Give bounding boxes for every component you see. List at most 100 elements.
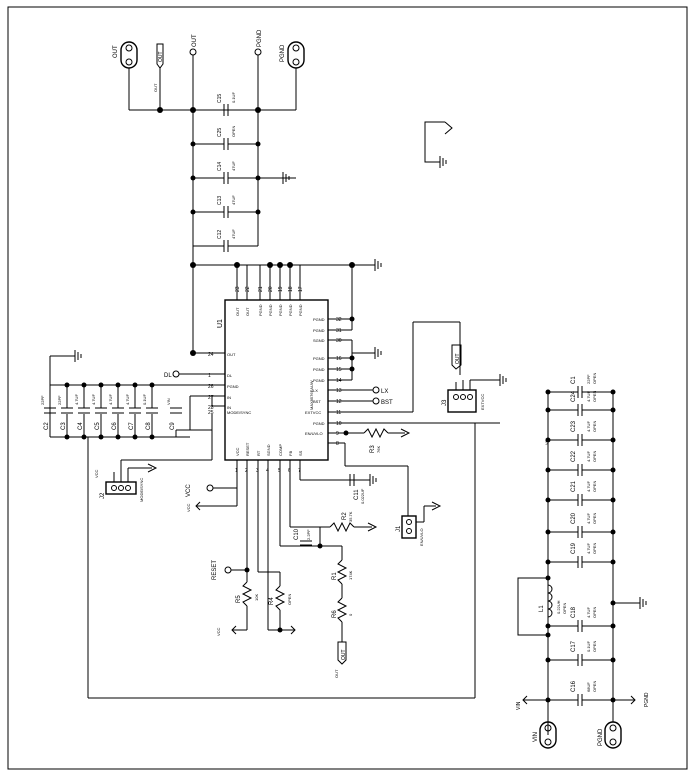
svg-text:16: 16: [336, 356, 342, 362]
l1-extra: OPEN: [562, 603, 567, 614]
svg-text:EN/UVLO: EN/UVLO: [305, 431, 323, 436]
svg-text:OUT: OUT: [341, 649, 347, 660]
j1-label: EN/UVLO: [419, 528, 424, 546]
out-connector[interactable]: [120, 41, 138, 69]
svg-text:OUT: OUT: [158, 51, 164, 62]
reset-tp-label: RESET: [212, 560, 218, 580]
pgnd-test-point[interactable]: [254, 48, 262, 56]
svg-text:PGND: PGND: [313, 378, 325, 383]
out-test-point[interactable]: [189, 48, 197, 56]
j2-mode-sync-jumper[interactable]: [105, 414, 213, 495]
svg-text:VCC: VCC: [235, 447, 240, 456]
r4-value: OPEN: [287, 594, 292, 605]
svg-text:27: 27: [208, 395, 214, 401]
svg-text:SS: SS: [298, 450, 303, 456]
filter-cap-ref: C22: [571, 450, 577, 462]
input-cap-ref: C8: [146, 422, 152, 430]
svg-text:14: 14: [336, 378, 342, 384]
pgnd-net-label: PGND: [644, 692, 650, 707]
filter-cap-extra: OPEN: [592, 451, 597, 462]
r6-ref: R6: [332, 610, 338, 618]
input-cap-ref: C9: [170, 422, 176, 430]
sheet-border: [7, 6, 688, 770]
svg-text:PGND: PGND: [313, 317, 325, 322]
ic-top-pin-labels: 23 22 21 20 19 18 17 OUT OUT PGND PGND P…: [235, 286, 304, 316]
r2-value: 35.7K: [348, 511, 353, 522]
pgnd-connector-bottom[interactable]: [604, 721, 622, 749]
lx-tp-label: LX: [381, 389, 388, 395]
bst-tp-label: BST: [381, 400, 393, 406]
feedback-network: [300, 427, 411, 642]
r2-ref: R2: [342, 512, 348, 520]
j2-ref: J2: [100, 492, 106, 499]
filter-cap-value: 0.1UF: [586, 641, 591, 652]
ic-left-pin-labels: 24 OUT 1 DL 26 PGND 27 IN 28 IN 25 MODE/…: [164, 352, 251, 416]
j3-extvcc-jumper[interactable]: [447, 322, 507, 413]
vcc-tp-label: VCC: [186, 484, 192, 497]
svg-text:1: 1: [235, 468, 238, 474]
ic-left-pins: [49, 265, 225, 431]
l1-ref: L1: [539, 605, 545, 612]
svg-text:12: 12: [336, 399, 342, 405]
input-capacitors: C222PFC322PFC44.7UFC54.7UFC64.7UFC74.7UF…: [40, 382, 182, 440]
filter-cap-value: 22PF: [586, 374, 591, 384]
svg-text:23: 23: [235, 286, 241, 292]
c10-ref: C10: [294, 528, 300, 540]
filter-cap-ref: C1: [571, 376, 577, 384]
svg-text:32: 32: [336, 317, 342, 323]
r6-value: 0: [348, 613, 353, 616]
filter-cap-extra: OPEN: [592, 641, 597, 652]
svg-text:PGND: PGND: [258, 304, 263, 316]
c13-ref: C13: [217, 196, 223, 205]
svg-text:15: 15: [336, 367, 342, 373]
output-cap-ladder: [190, 104, 296, 265]
svg-text:26: 26: [208, 384, 214, 390]
input-cap-value: 4.7UF: [91, 394, 96, 405]
c13-value: 47UF: [231, 195, 236, 205]
svg-text:PGND: PGND: [313, 421, 325, 426]
svg-text:IN: IN: [227, 405, 231, 410]
out-tp-label: OUT: [192, 34, 198, 47]
svg-text:PGND: PGND: [298, 304, 303, 316]
ground-symbol-top-right: [424, 121, 453, 168]
j1-en-uvlo-jumper[interactable]: [401, 501, 442, 539]
ic-right-pins: [328, 316, 500, 516]
svg-text:18: 18: [288, 286, 294, 292]
r5-value: 10K: [254, 594, 259, 601]
filter-cap-ref: C16: [571, 680, 577, 692]
vcc-net-label: VCC: [186, 503, 191, 512]
filter-cap-extra: OPEN: [592, 391, 597, 402]
input-cap-value: 4.7UF: [108, 394, 113, 405]
input-cap-ref: C7: [129, 422, 135, 430]
c25-ref: C25: [217, 128, 223, 137]
svg-text:SGND: SGND: [266, 444, 271, 456]
pgnd-connector-label: PGND: [280, 44, 286, 62]
filter-cap-value: 4.7UF: [586, 391, 591, 402]
r1-value: 174K: [348, 570, 353, 580]
svg-text:6: 6: [288, 468, 291, 474]
svg-text:RT: RT: [256, 450, 261, 456]
vin-connector-label: VIN: [533, 732, 539, 742]
j2-label: MODE/SYNC: [139, 478, 144, 502]
svg-text:3: 3: [256, 468, 259, 474]
pgnd-connector-top[interactable]: [287, 41, 305, 69]
svg-text:21: 21: [258, 286, 264, 292]
vin-connector[interactable]: [539, 721, 557, 749]
pgnd-tp-label: PGND: [257, 29, 263, 47]
svg-text:MODE/SYNC: MODE/SYNC: [227, 410, 251, 415]
out-connector-label: OUT: [113, 45, 119, 58]
svg-text:13: 13: [336, 388, 342, 394]
svg-text:PGND: PGND: [313, 356, 325, 361]
input-cap-value: 0.1UF: [142, 394, 147, 405]
svg-text:OUT: OUT: [235, 307, 240, 316]
r4-ref: R4: [269, 597, 275, 605]
input-cap-value: 4.7UF: [74, 394, 79, 405]
l1-value: 0.22UH: [556, 600, 561, 614]
filter-cap-extra: OPEN: [592, 543, 597, 554]
out-flag-bottom: OUT: [337, 641, 347, 665]
filter-cap-ref: C19: [571, 542, 577, 554]
filter-cap-value: 4.7UF: [586, 607, 591, 618]
r5-ref: R5: [236, 595, 242, 603]
svg-text:LX: LX: [313, 388, 318, 393]
